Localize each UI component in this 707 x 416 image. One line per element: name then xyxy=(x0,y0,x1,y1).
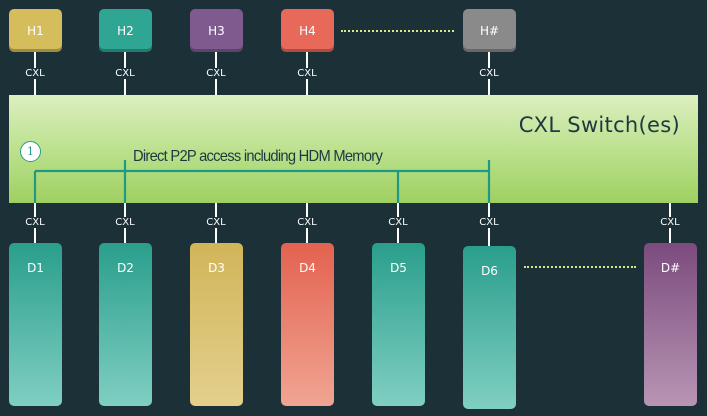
host-label: H1 xyxy=(27,23,44,38)
device-label: D5 xyxy=(390,261,407,275)
cxl-link-label: CXL xyxy=(378,217,418,228)
cxl-link-label: CXL xyxy=(469,68,509,79)
cxl-link-label: CXL xyxy=(15,68,55,79)
device-label: D# xyxy=(660,261,681,275)
device-label: D2 xyxy=(117,261,134,275)
cxl-link-label: CXL xyxy=(105,217,145,228)
cxl-link-label: CXL xyxy=(287,217,327,228)
host-h3: H3 xyxy=(190,9,243,52)
cxl-link-label: CXL xyxy=(15,217,55,228)
host-h2: H2 xyxy=(99,9,152,52)
device-d3: D3 xyxy=(190,243,243,406)
host-label: H# xyxy=(479,23,500,38)
device-label: D4 xyxy=(299,261,316,275)
host-h-any: H# xyxy=(463,9,516,52)
host-label: H3 xyxy=(208,23,225,38)
device-d1: D1 xyxy=(9,243,62,406)
host-label: H2 xyxy=(117,23,134,38)
device-label: D1 xyxy=(27,261,44,275)
cxl-link-label: CXL xyxy=(287,68,327,79)
cxl-link-label: CXL xyxy=(105,68,145,79)
device-d2: D2 xyxy=(99,243,152,406)
step-number-badge: 1 xyxy=(20,141,41,162)
switch-title: CXL Switch(es) xyxy=(518,113,680,137)
device-d-any: D# xyxy=(644,243,697,406)
device-label: D3 xyxy=(208,261,225,275)
host-h1: H1 xyxy=(9,9,62,52)
device-d4: D4 xyxy=(281,243,334,406)
cxl-link-label: CXL xyxy=(650,217,690,228)
cxl-link-label: CXL xyxy=(196,217,236,228)
device-d5: D5 xyxy=(372,243,425,406)
device-ellipsis-dots xyxy=(524,266,636,268)
cxl-link-label: CXL xyxy=(469,217,509,228)
host-h4: H4 xyxy=(281,9,334,52)
host-label: H4 xyxy=(299,23,316,38)
cxl-link-label: CXL xyxy=(196,68,236,79)
host-ellipsis-dots xyxy=(341,30,454,32)
cxl-switch: CXL Switch(es) 1 Direct P2P access inclu… xyxy=(9,95,698,203)
device-label: D6 xyxy=(481,264,498,278)
p2p-label: Direct P2P access including HDM Memory xyxy=(133,148,383,165)
device-d6: D6 xyxy=(463,246,516,409)
